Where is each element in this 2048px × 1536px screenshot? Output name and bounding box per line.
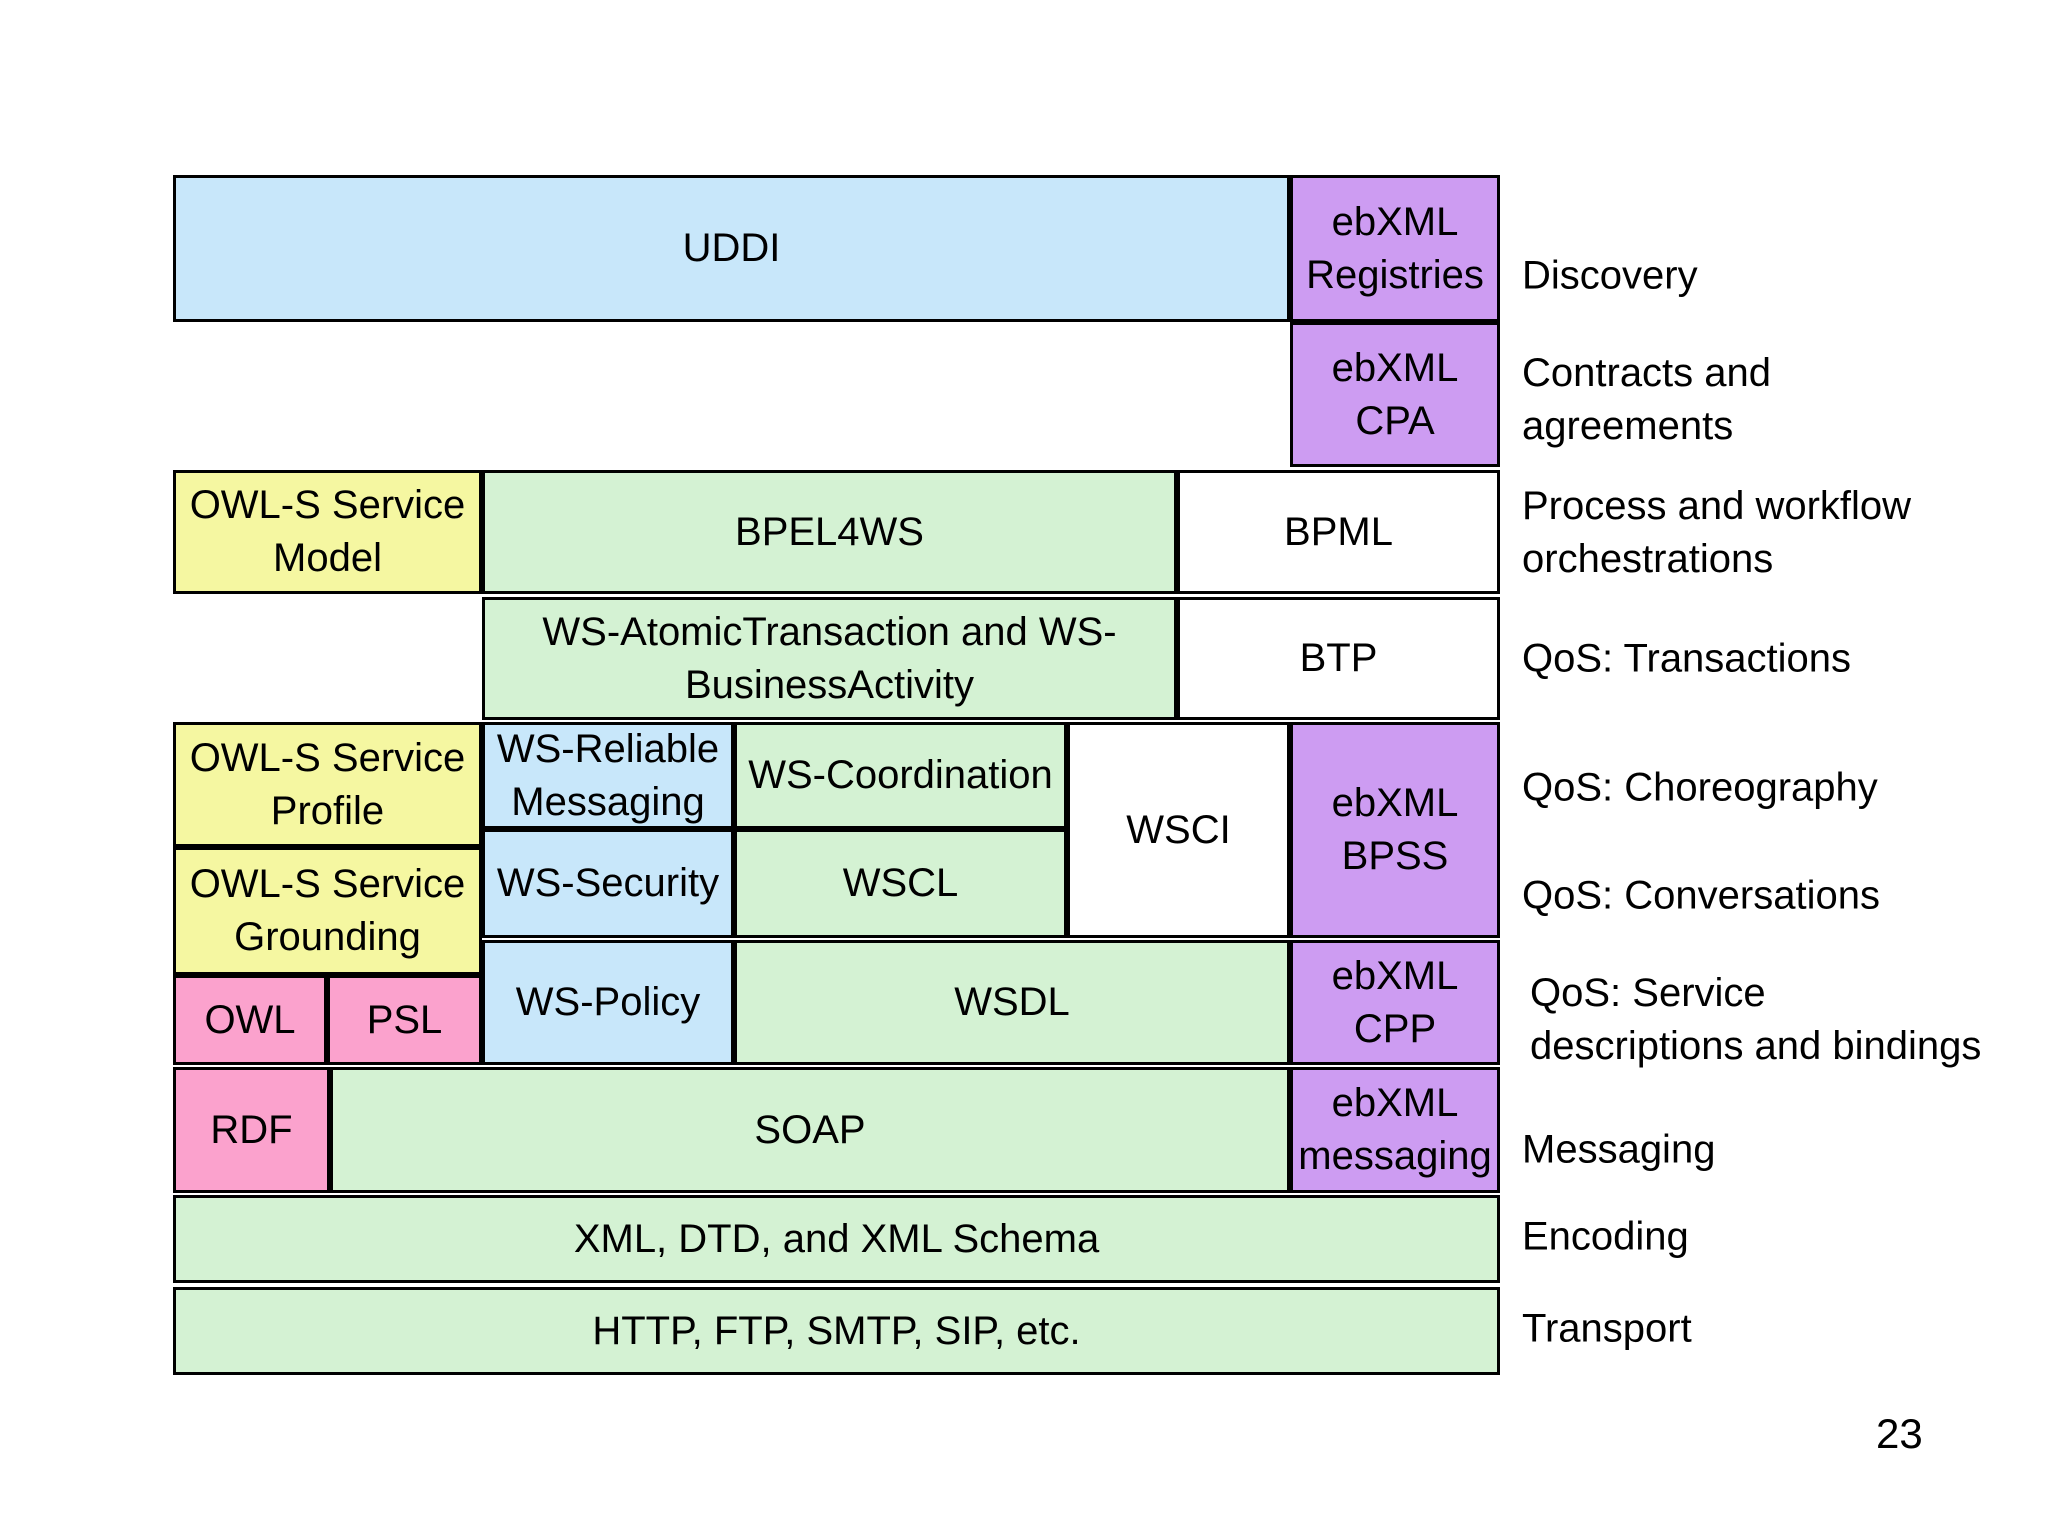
box-wsdl: WSDL: [734, 940, 1290, 1065]
box-rdf: RDF: [173, 1067, 330, 1193]
box-ws-coordination: WS-Coordination: [734, 722, 1067, 829]
box-psl: PSL: [327, 975, 482, 1065]
row-label-contracts: Contracts and agreements: [1522, 351, 1772, 448]
row-label-service-descriptions: QoS: Service descriptions and bindings: [1530, 971, 1982, 1068]
row-label-conversations: QoS: Conversations: [1522, 873, 1880, 918]
row-label-transactions: QoS: Transactions: [1522, 636, 1852, 681]
box-ws-atomictransaction: WS-AtomicTransaction and WS- BusinessAct…: [482, 597, 1177, 720]
box-owls-service-model: OWL-S Service Model: [173, 470, 482, 594]
box-wscl: WSCL: [734, 829, 1067, 938]
row-label-encoding: Encoding: [1522, 1214, 1689, 1259]
row-label-process: Process and workflow orchestrations: [1522, 484, 1912, 581]
box-http-ftp-smtp: HTTP, FTP, SMTP, SIP, etc.: [173, 1287, 1500, 1375]
box-ebxml-cpa: ebXML CPA: [1290, 322, 1500, 467]
row-label-choreography: QoS: Choreography: [1522, 765, 1878, 810]
box-wsci: WSCI: [1067, 722, 1290, 938]
box-ws-reliable-messaging: WS-Reliable Messaging: [482, 722, 734, 829]
row-label-discovery: Discovery: [1522, 253, 1698, 298]
page-number: 23: [1876, 1410, 1923, 1457]
box-soap: SOAP: [330, 1067, 1290, 1193]
box-owls-service-profile: OWL-S Service Profile: [173, 722, 482, 847]
box-ebxml-cpp: ebXML CPP: [1290, 940, 1500, 1065]
box-bpel4ws: BPEL4WS: [482, 470, 1177, 594]
box-ebxml-messaging: ebXML messaging: [1290, 1067, 1500, 1193]
row-label-messaging: Messaging: [1522, 1127, 1716, 1172]
box-ebxml-bpss: ebXML BPSS: [1290, 722, 1500, 938]
box-xml-dtd-schema: XML, DTD, and XML Schema: [173, 1195, 1500, 1283]
box-ws-security: WS-Security: [482, 829, 734, 938]
box-owls-service-grounding: OWL-S Service Grounding: [173, 847, 482, 975]
row-label-transport: Transport: [1522, 1306, 1692, 1351]
box-owl: OWL: [173, 975, 327, 1065]
box-ws-policy: WS-Policy: [482, 940, 734, 1065]
box-ebxml-registries: ebXML Registries: [1290, 175, 1500, 322]
box-uddi: UDDI: [173, 175, 1290, 322]
box-btp: BTP: [1177, 597, 1500, 720]
box-bpml: BPML: [1177, 470, 1500, 594]
